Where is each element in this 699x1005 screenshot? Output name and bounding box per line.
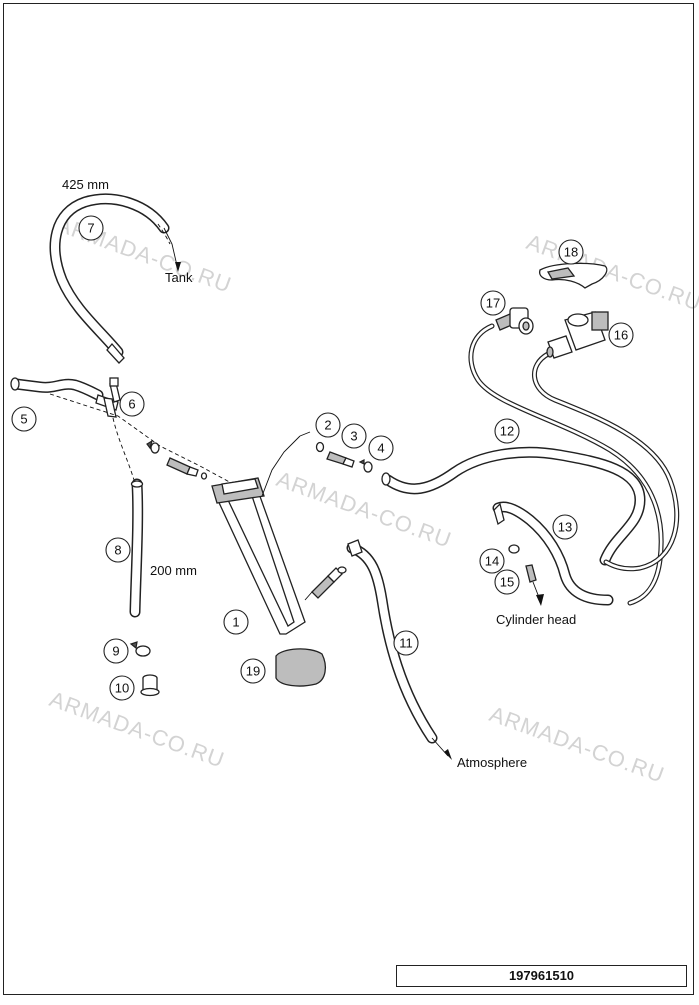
hose-12 xyxy=(381,446,646,566)
leader-to-hose-8 xyxy=(112,417,135,481)
clamp-4 xyxy=(358,459,373,473)
cover-19 xyxy=(275,648,327,687)
hose-5 xyxy=(10,377,104,401)
fitting-3 xyxy=(326,451,355,468)
svg-text:10: 10 xyxy=(115,681,129,696)
svg-text:5: 5 xyxy=(20,412,27,427)
callout-10: 10 xyxy=(109,675,135,701)
label-tank: Tank xyxy=(165,270,193,285)
callout-5: 5 xyxy=(11,406,37,432)
callout-1: 1 xyxy=(223,609,249,635)
clamp-small-left xyxy=(146,439,160,454)
callout-16: 16 xyxy=(608,322,634,348)
label-atmosphere: Atmosphere xyxy=(457,755,527,770)
svg-text:4: 4 xyxy=(377,441,384,456)
svg-text:2: 2 xyxy=(324,418,331,433)
callout-4: 4 xyxy=(368,435,394,461)
label-200mm: 200 mm xyxy=(150,563,197,578)
svg-text:1: 1 xyxy=(232,615,239,630)
svg-text:14: 14 xyxy=(485,554,499,569)
callout-2: 2 xyxy=(315,412,341,438)
callout-9: 9 xyxy=(103,638,129,664)
label-cylinder-head: Cylinder head xyxy=(496,612,576,627)
callout-19: 19 xyxy=(240,658,266,684)
callout-12: 12 xyxy=(494,418,520,444)
callout-15: 15 xyxy=(494,569,520,595)
label-425mm: 425 mm xyxy=(62,177,109,192)
svg-text:3: 3 xyxy=(350,429,357,444)
svg-text:19: 19 xyxy=(246,664,260,679)
svg-text:15: 15 xyxy=(500,575,514,590)
hose-11 xyxy=(346,539,452,760)
svg-text:8: 8 xyxy=(114,543,121,558)
hose-7 xyxy=(49,193,181,364)
hose-8 xyxy=(129,478,144,618)
valve-17 xyxy=(495,307,534,335)
svg-text:7: 7 xyxy=(87,221,94,236)
svg-text:9: 9 xyxy=(112,644,119,659)
hose-13 xyxy=(492,501,614,606)
bracket-18 xyxy=(538,262,608,289)
svg-text:16: 16 xyxy=(614,328,628,343)
callout-3: 3 xyxy=(341,423,367,449)
clamp-9 xyxy=(129,641,151,657)
callout-13: 13 xyxy=(552,514,578,540)
hose-17-line xyxy=(468,323,664,606)
fitting-15 xyxy=(525,564,544,606)
reference-number: 197961510 xyxy=(396,965,687,987)
washer-2 xyxy=(315,441,325,453)
svg-text:13: 13 xyxy=(558,520,572,535)
clamp-14 xyxy=(508,544,520,554)
plug-10 xyxy=(140,674,160,697)
callout-6: 6 xyxy=(119,391,145,417)
callout-8: 8 xyxy=(105,537,131,563)
svg-text:17: 17 xyxy=(486,296,500,311)
fitting-outlet xyxy=(304,566,347,601)
fitting-inlet xyxy=(166,457,208,480)
drawing-frame xyxy=(3,3,694,995)
t-piece-6 xyxy=(95,377,121,418)
callout-18: 18 xyxy=(558,239,584,265)
callout-17: 17 xyxy=(480,290,506,316)
svg-text:18: 18 xyxy=(564,245,578,260)
canister-1 xyxy=(211,431,311,635)
callout-11: 11 xyxy=(393,630,419,656)
callout-14: 14 xyxy=(479,548,505,574)
svg-text:11: 11 xyxy=(399,636,413,651)
svg-text:6: 6 xyxy=(128,397,135,412)
hose-16-line xyxy=(531,351,680,572)
callout-7: 7 xyxy=(78,215,104,241)
solenoid-valve-16 xyxy=(546,311,609,359)
svg-text:12: 12 xyxy=(500,424,514,439)
